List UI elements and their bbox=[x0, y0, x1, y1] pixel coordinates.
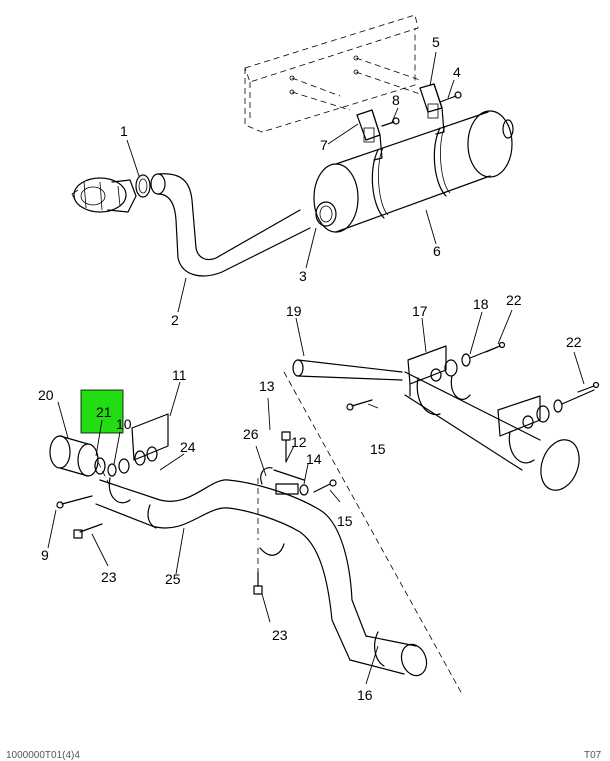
callout-17: 17 bbox=[412, 303, 428, 319]
callout-11: 11 bbox=[172, 367, 187, 383]
bracket-17 bbox=[407, 345, 447, 397]
callout-9: 9 bbox=[41, 547, 49, 563]
nut-14 bbox=[299, 484, 309, 496]
footer-code: 1000000T01(4)4 bbox=[6, 750, 80, 761]
leader-lines bbox=[47, 51, 585, 685]
callout-7: 7 bbox=[320, 137, 328, 153]
bolt-23-left bbox=[73, 523, 103, 539]
callout-6: 6 bbox=[433, 243, 441, 259]
bracket-right-lower bbox=[497, 389, 595, 464]
callout-25: 25 bbox=[165, 571, 181, 587]
clamp-21 bbox=[94, 457, 106, 475]
callout-21: 21 bbox=[96, 404, 112, 420]
callout-10: 10 bbox=[116, 416, 132, 432]
guide-lines bbox=[97, 371, 463, 695]
callout-13: 13 bbox=[259, 378, 275, 394]
exhaust-pipe-2 bbox=[150, 173, 311, 277]
callout-8: 8 bbox=[392, 92, 400, 108]
pipe-25 bbox=[95, 479, 367, 661]
turbocharger bbox=[71, 177, 137, 213]
bolt-15-lower bbox=[313, 479, 337, 493]
callout-1: 1 bbox=[120, 123, 128, 139]
callout-22a: 22 bbox=[506, 292, 522, 308]
callout-14: 14 bbox=[306, 451, 322, 467]
bolt-8 bbox=[381, 117, 400, 127]
callout-15b: 15 bbox=[370, 441, 386, 457]
callout-4: 4 bbox=[453, 64, 461, 80]
callout-23a: 23 bbox=[101, 569, 117, 585]
callout-26: 26 bbox=[243, 426, 259, 442]
bolt-15-upper bbox=[346, 399, 373, 411]
clamp-10 bbox=[107, 458, 131, 504]
callout-5: 5 bbox=[432, 34, 440, 50]
clamp-1 bbox=[135, 174, 151, 198]
pipe-19 bbox=[292, 359, 403, 381]
tailpipe-right bbox=[404, 371, 580, 491]
lower-clamp bbox=[259, 543, 285, 556]
callout-12: 12 bbox=[291, 434, 307, 450]
callout-24: 24 bbox=[180, 439, 196, 455]
clamp-26 bbox=[260, 467, 305, 495]
bracket-11 bbox=[131, 413, 169, 466]
frame-rail-outline bbox=[244, 14, 421, 133]
callout-23b: 23 bbox=[272, 627, 288, 643]
callout-labels: 1 2 3 4 5 6 7 8 9 10 11 12 13 14 15 15 1… bbox=[38, 34, 582, 703]
callout-19: 19 bbox=[286, 303, 302, 319]
sleeve-20 bbox=[49, 435, 99, 477]
bracket-7 bbox=[356, 109, 383, 161]
tailpipe-16 bbox=[349, 631, 428, 677]
bolt-23-lower bbox=[253, 571, 263, 595]
callout-20: 20 bbox=[38, 387, 54, 403]
stud-22-upper bbox=[485, 341, 506, 353]
callout-22b: 22 bbox=[566, 334, 582, 350]
bolt-13 bbox=[281, 431, 291, 463]
highlight-box-21 bbox=[80, 389, 124, 434]
clamp-right-upper bbox=[416, 345, 501, 416]
stud-22-lower bbox=[577, 381, 600, 393]
callout-2: 2 bbox=[171, 312, 179, 328]
bolt-4 bbox=[439, 91, 462, 103]
footer-page: T07 bbox=[584, 750, 602, 761]
muffler-6 bbox=[313, 110, 514, 233]
callout-15a: 15 bbox=[337, 513, 353, 529]
callout-18: 18 bbox=[473, 296, 489, 312]
bolt-9 bbox=[56, 495, 93, 509]
callout-3: 3 bbox=[299, 268, 307, 284]
bracket-5 bbox=[419, 83, 445, 135]
callout-16: 16 bbox=[357, 687, 373, 703]
inlet-pipe-3 bbox=[315, 201, 337, 227]
